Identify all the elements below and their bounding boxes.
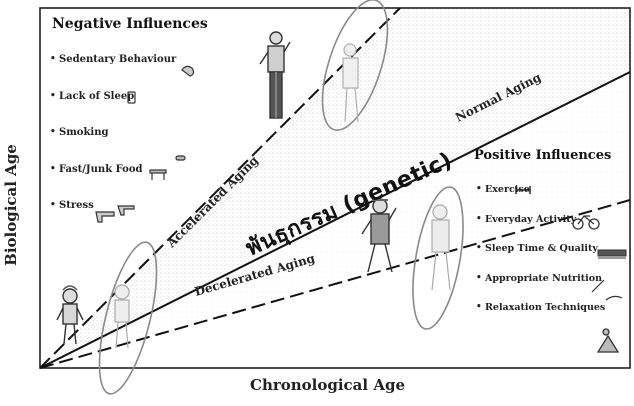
list-item: •Relaxation Techniques: [476, 302, 605, 332]
negative-influences-list: •Sedentary Behaviour •Lack of Sleep •Smo…: [50, 54, 176, 237]
adult-figure: [260, 32, 290, 118]
list-item: •Lack of Sleep: [50, 91, 176, 128]
list-item-label: Exercise: [485, 184, 530, 195]
sofa-icon: [182, 66, 194, 76]
y-axis-title-text: Biological Age: [2, 144, 20, 266]
list-item-label: Everyday Activity: [485, 214, 576, 225]
list-item: •Exercise: [476, 184, 605, 214]
x-axis-title: Chronological Age: [250, 376, 405, 394]
list-item: •Sleep Time & Quality: [476, 243, 605, 273]
list-item-label: Fast/Junk Food: [59, 164, 143, 175]
list-item-label: Smoking: [59, 127, 108, 138]
list-item: •Fast/Junk Food: [50, 164, 176, 201]
positive-influences-list: •Exercise •Everyday Activity •Sleep Time…: [476, 184, 605, 332]
list-item: •Sedentary Behaviour: [50, 54, 176, 91]
list-item-label: Stress: [59, 200, 94, 211]
positive-influences-title: Positive Influences: [474, 148, 611, 163]
list-item-label: Appropriate Nutrition: [485, 273, 602, 284]
list-item-label: Relaxation Techniques: [485, 302, 605, 313]
list-item: •Everyday Activity: [476, 214, 605, 244]
list-item: •Smoking: [50, 127, 176, 164]
list-item-label: Lack of Sleep: [59, 91, 134, 102]
negative-influences-title: Negative Influences: [52, 16, 208, 32]
yoga-icon: [598, 329, 618, 352]
list-item: •Stress: [50, 200, 176, 237]
list-item: •Appropriate Nutrition: [476, 273, 605, 303]
list-item-label: Sedentary Behaviour: [59, 54, 176, 65]
y-axis-title: Biological Age: [0, 130, 22, 280]
list-item-label: Sleep Time & Quality: [485, 243, 598, 254]
